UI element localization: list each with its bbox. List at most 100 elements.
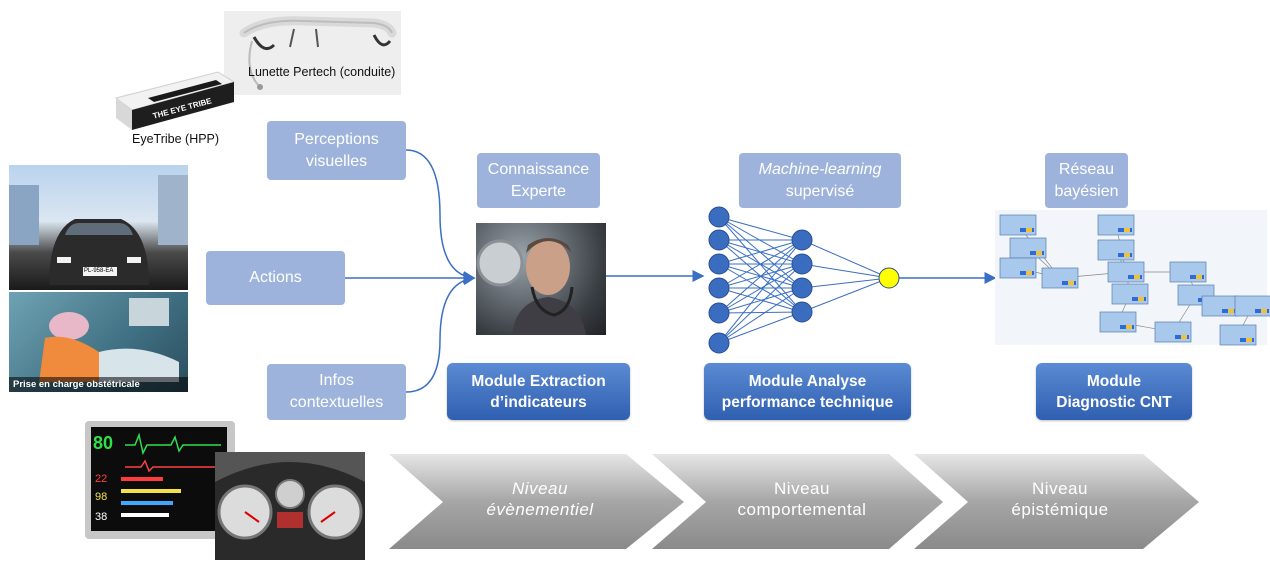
nn-output-node	[878, 267, 900, 289]
epistemique-line2: épistémique	[1011, 500, 1109, 519]
actions-text: Actions	[249, 269, 302, 286]
nn-edge	[718, 239, 803, 289]
eyetribe-caption: EyeTribe (HPP)	[132, 132, 220, 146]
neural-network-icon	[708, 206, 900, 354]
evenementiel-line2: évènementiel	[486, 500, 594, 519]
bayes-line1: Réseau	[1058, 160, 1115, 178]
nn-edge	[801, 263, 890, 279]
bayes-node-bar-accent	[1181, 335, 1187, 339]
eye-tracker-icon	[114, 71, 236, 130]
pertech-caption: Lunette Pertech (conduite)	[248, 65, 396, 79]
bayes-node-bar-accent	[1068, 281, 1074, 285]
value-4: 38	[95, 511, 108, 523]
bayes-node-bar-accent	[1026, 271, 1032, 275]
nn-edge	[801, 239, 890, 279]
bayes-node-bar-accent	[1134, 275, 1140, 279]
module-analyse: Module Analyse performance technique	[704, 363, 911, 420]
diagnostic-line1: Module	[1086, 372, 1142, 390]
driving-simulator-image: PL-958-EA	[9, 165, 188, 290]
extraction-line2: d’indicateurs	[490, 393, 587, 411]
nn-edge	[718, 311, 803, 344]
hr-value: 80	[93, 433, 114, 453]
patient-care-icon	[39, 298, 179, 382]
bayes-node-bar-accent	[1261, 309, 1267, 313]
patient-monitor-image: 80 22 98 38	[85, 421, 235, 539]
nn-edge	[718, 239, 803, 265]
nn-input-node	[708, 253, 730, 275]
expert-photo	[476, 223, 606, 335]
bayes-line2: bayésien	[1054, 182, 1119, 200]
comportemental-line2: comportemental	[737, 500, 867, 519]
diagnostic-line2: Diagnostic CNT	[1056, 393, 1172, 411]
analyse-line1: Module Analyse	[748, 372, 867, 390]
nn-hidden-node	[791, 253, 813, 275]
bayes-node-bar-accent	[1228, 309, 1234, 313]
nn-edge	[801, 277, 890, 289]
bayes-node-bar-accent	[1126, 325, 1132, 329]
nn-edge	[718, 263, 803, 314]
chevron-comportemental	[652, 454, 943, 549]
infos-line1: Infos	[319, 372, 354, 389]
value-3: 98	[95, 491, 108, 503]
person-with-stethoscope-icon	[476, 238, 586, 335]
nn-input-node	[708, 277, 730, 299]
perceptions-line2: visuelles	[305, 152, 368, 170]
nn-edge	[801, 277, 890, 313]
value-2: 22	[95, 473, 108, 485]
label-infos-contextuelles: Infos contextuelles	[267, 364, 406, 420]
nn-hidden-node	[791, 277, 813, 299]
nn-edge	[718, 239, 803, 314]
bayes-node-bar-accent	[1246, 338, 1252, 342]
nn-hidden-node	[791, 301, 813, 323]
bayes-node-bar-accent	[1138, 297, 1144, 301]
module-diagnostic: Module Diagnostic CNT	[1036, 363, 1192, 420]
nn-input-node	[708, 206, 730, 228]
level-evenementiel: Niveau évènementiel	[460, 478, 620, 520]
nn-hidden-node	[791, 229, 813, 251]
label-connaissance-experte: Connaissance Experte	[477, 153, 600, 208]
ml-line2: supervisé	[785, 182, 855, 200]
evenementiel-line1: Niveau	[512, 479, 568, 498]
module-extraction: Module Extraction d’indicateurs	[447, 363, 630, 420]
nn-input-node	[708, 229, 730, 251]
level-comportemental: Niveau comportemental	[712, 478, 892, 520]
expert-line1: Connaissance	[487, 160, 590, 178]
epistemique-line1: Niveau	[1032, 479, 1088, 498]
glasses-icon	[239, 16, 397, 90]
label-perceptions-visuelles: Perceptions visuelles	[267, 121, 406, 180]
label-actions: Actions	[206, 251, 345, 305]
eyetribe-device-image: THE EYE TRIBE	[108, 52, 238, 132]
pertech-glasses-image: Lunette Pertech (conduite)	[224, 11, 401, 95]
expert-line2: Experte	[510, 182, 567, 200]
comportemental-line1: Niveau	[774, 479, 830, 498]
ml-line1: Machine-learning	[758, 160, 882, 178]
chevron-epistemique	[914, 454, 1199, 549]
obstetric-caption: Prise en charge obstétricale	[9, 377, 188, 392]
arrow-infos	[405, 273, 476, 393]
nn-edge	[718, 311, 803, 314]
car-dashboard-image	[215, 452, 365, 560]
nn-edge	[718, 287, 803, 344]
bayes-node-bar-accent	[1036, 251, 1042, 255]
license-plate: PL-958-EA	[84, 268, 114, 274]
perceptions-line1: Perceptions	[294, 130, 379, 148]
bayes-node-bar-accent	[1196, 275, 1202, 279]
vital-signs-icon	[121, 432, 221, 517]
arrow-perceptions	[405, 149, 476, 284]
bayes-node-bar-accent	[1026, 228, 1032, 232]
analyse-line2: performance technique	[721, 393, 894, 411]
nn-input-node	[708, 302, 730, 324]
bayes-node-bar-accent	[1124, 228, 1130, 232]
nn-edge	[718, 263, 803, 344]
car-icon	[9, 175, 188, 285]
speedometer-icon	[215, 452, 365, 540]
bayesian-network-icon	[995, 210, 1270, 346]
nn-input-node	[708, 332, 730, 354]
label-reseau-bayesien: Réseau bayésien	[1045, 153, 1128, 208]
nn-edge	[718, 239, 803, 344]
chevron-evenementiel	[389, 454, 684, 549]
infos-line2: contextuelles	[289, 394, 384, 411]
level-epistemique: Niveau épistémique	[980, 478, 1140, 520]
